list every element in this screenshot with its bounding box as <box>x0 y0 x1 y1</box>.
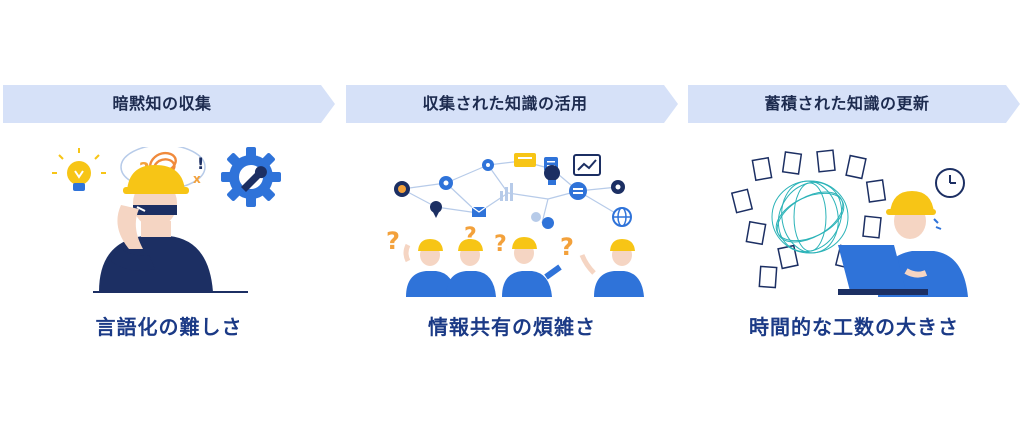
svg-text:?: ? <box>494 232 507 257</box>
chat-icon <box>542 217 554 229</box>
panel-knowledge-update: 蓄積された知識の更新 <box>688 85 1020 345</box>
banner-arrow-shape <box>346 85 678 123</box>
banner-title: 蓄積された知識の更新 <box>764 94 930 113</box>
lightbulb-icon <box>52 148 106 191</box>
worker-figure <box>502 237 562 297</box>
banner-arrow-shape <box>688 85 1020 123</box>
gear-icon <box>482 159 494 171</box>
worker-figure <box>446 239 496 297</box>
gear-wrench-icon <box>221 147 281 207</box>
info-overload-illustration: ? ? ? ? <box>386 153 644 297</box>
panel-knowledge-utilization: 収集された知識の活用 <box>346 85 678 345</box>
banner-title: 暗黙知の収集 <box>112 94 212 113</box>
worker-figure <box>99 165 213 292</box>
step-banner: 蓄積された知識の更新 <box>688 85 1020 123</box>
step-banner: 暗黙知の収集 <box>3 85 335 123</box>
chat-icon <box>531 212 541 222</box>
worker-figure <box>579 239 644 297</box>
lightbulb-icon <box>544 165 560 185</box>
document-overload-illustration <box>730 149 968 297</box>
x-mark: x <box>193 172 201 186</box>
globe-icon <box>612 207 632 227</box>
chart-card-icon <box>514 153 536 167</box>
target-icon <box>398 185 406 193</box>
panel-tacit-knowledge-collection: 暗黙知の収集 ? ! x <box>3 85 335 345</box>
confused-worker-illustration: ? ! x <box>52 147 281 293</box>
document-icons <box>730 149 887 289</box>
challenge-caption: 言語化の難しさ <box>95 315 243 339</box>
challenge-caption: 時間的な工数の大きさ <box>749 315 959 339</box>
svg-text:?: ? <box>560 233 574 261</box>
gear-icon <box>439 176 453 190</box>
laptop-icon <box>838 245 928 295</box>
exclamation-mark: ! <box>197 154 204 173</box>
svg-text:?: ? <box>386 227 400 255</box>
tangled-network-sphere <box>771 180 849 254</box>
mail-icon <box>471 206 487 217</box>
worker-figure <box>403 239 456 297</box>
challenge-caption: 情報共有の煩雑さ <box>428 315 596 339</box>
chart-window-icon <box>573 154 601 176</box>
equals-icon <box>569 182 587 200</box>
gear-icon <box>611 180 625 194</box>
clock-icon <box>935 168 965 198</box>
step-banner: 収集された知識の活用 <box>346 85 678 123</box>
banner-title: 収集された知識の活用 <box>422 94 588 113</box>
bar-chart-icon <box>500 183 513 201</box>
banner-arrow-shape <box>3 85 335 123</box>
pin-icon <box>430 201 442 218</box>
